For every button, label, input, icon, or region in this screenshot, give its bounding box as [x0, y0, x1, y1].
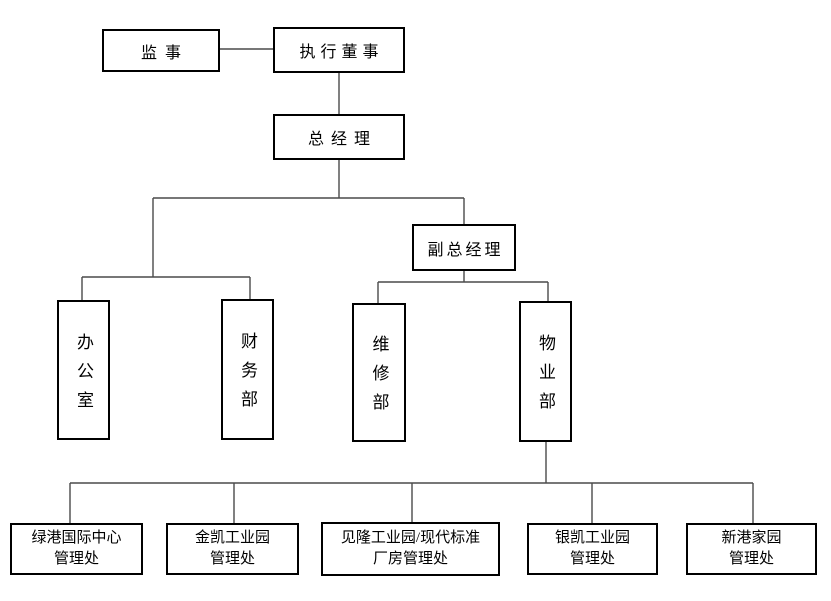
node-label-line2: 厂房管理处	[372, 551, 448, 567]
org-node-lvgang-center-office: 绿港国际中心 管理处	[10, 523, 143, 575]
org-node-deputy-general-manager: 副总经理	[412, 224, 516, 271]
org-node-finance-dept-label: 财务部	[238, 332, 257, 419]
node-label-line2: 管理处	[53, 551, 99, 567]
org-node-maintenance-dept-label: 维修部	[369, 335, 389, 422]
org-node-property-dept-label: 物业部	[536, 334, 555, 421]
org-node-office: 办公室	[57, 300, 110, 440]
node-label-line2: 管理处	[728, 551, 774, 567]
node-label-line1: 新港家园	[721, 530, 782, 546]
org-node-yinkai-park-office: 银凯工业园 管理处	[527, 523, 658, 575]
node-label-line2: 管理处	[209, 551, 255, 567]
node-label-line1: 金凯工业园	[194, 530, 270, 546]
org-node-jinkai-park-office: 金凯工业园 管理处	[166, 523, 299, 575]
org-node-supervisor: 监事	[102, 29, 220, 72]
node-label-line2: 管理处	[569, 551, 615, 567]
org-node-maintenance-dept: 维修部	[352, 303, 406, 442]
org-node-executive-director: 执行董事	[273, 27, 405, 73]
node-label-line1: 见隆工业园/现代标准	[340, 530, 481, 546]
org-node-xingang-home-office: 新港家园 管理处	[686, 523, 817, 575]
org-node-general-manager: 总经理	[273, 114, 405, 160]
org-node-office-label: 办公室	[74, 332, 93, 420]
node-label-line1: 银凯工业园	[554, 530, 630, 546]
org-node-finance-dept: 财务部	[221, 299, 274, 440]
org-node-jianlong-park-office: 见隆工业园/现代标准 厂房管理处	[321, 522, 500, 576]
org-node-property-dept: 物业部	[519, 301, 572, 442]
connector-path	[69, 48, 754, 523]
node-label-line1: 绿港国际中心	[31, 530, 122, 546]
